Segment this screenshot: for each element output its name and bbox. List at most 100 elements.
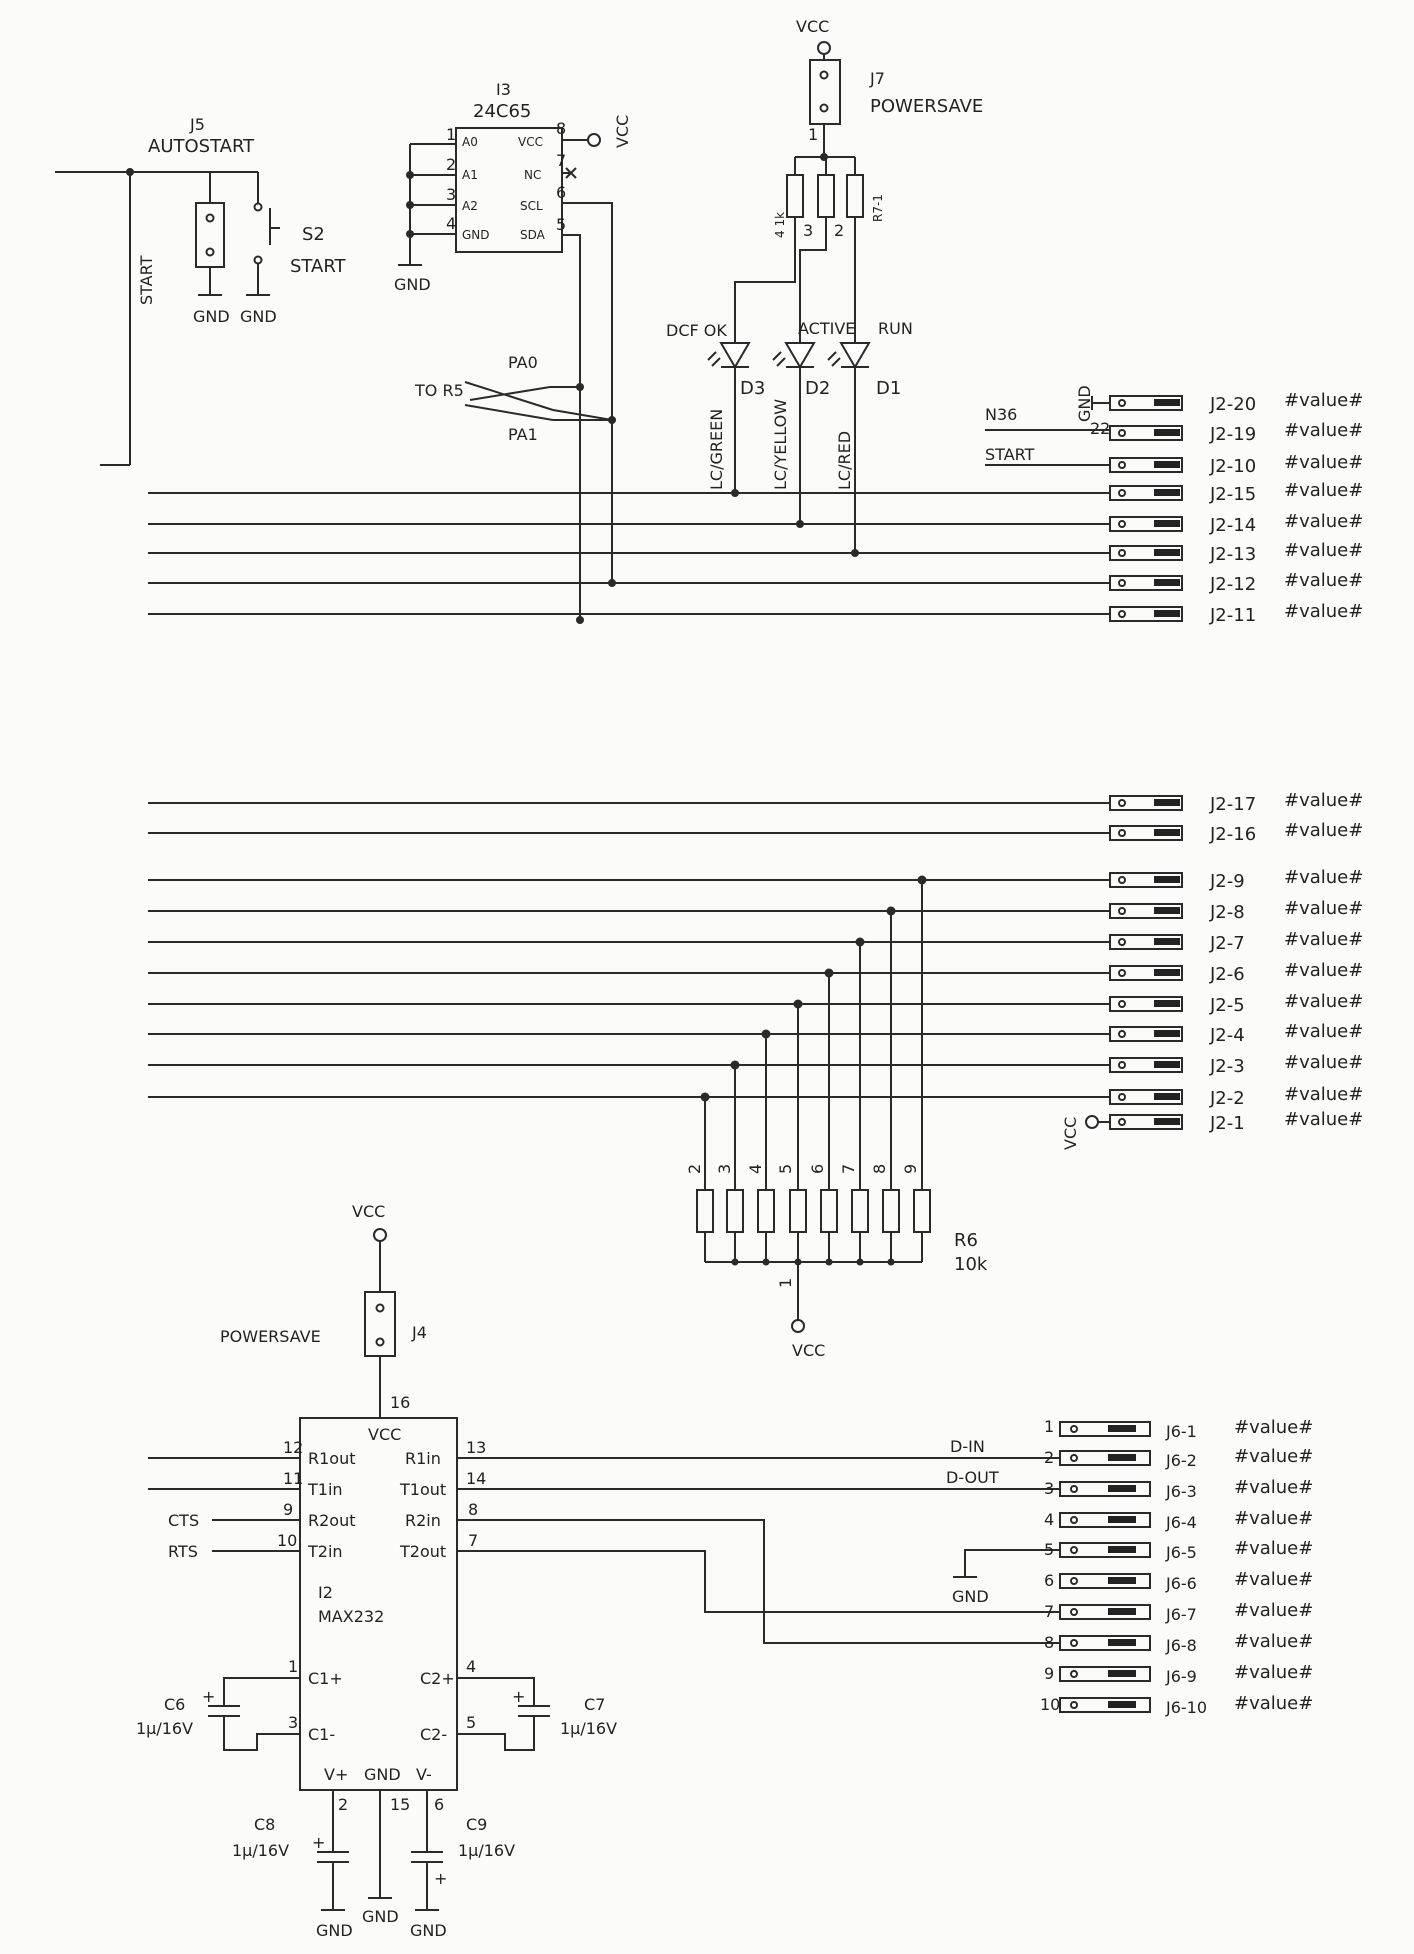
schematic-label: 9 [901,1164,920,1174]
led-d3-name: DCF OK [666,321,727,340]
schematic-label: #value# [1284,1052,1363,1073]
schematic-label: 10 [277,1531,297,1550]
eeprom-section: I3 24C65 A0 A1 A2 GND 1 2 3 4 GND VCC NC… [394,80,632,624]
schematic-label: #value# [1284,960,1363,981]
r7-value: 4 1k [773,212,787,238]
schematic-label: 4 [746,1164,765,1174]
j2-mid-group: J2-17 #value# J2-16#value# [148,790,1363,845]
schematic-label: #value# [1284,790,1363,811]
schematic-label: 7 [468,1531,478,1550]
schematic-label: + [512,1687,525,1706]
schematic-label: C1+ [308,1669,343,1688]
schematic-label: 6 [808,1164,827,1174]
j2-8: J2-8#value# [1109,898,1363,923]
schematic-label: #value# [1234,1662,1313,1683]
j4-vcc: VCC [352,1202,385,1221]
schematic-label: J2-3 [1209,1056,1245,1077]
s2-ref: S2 [302,224,325,245]
r7-ref: R7-1 [871,194,885,222]
schematic-label: VCC [518,135,543,149]
led-section: VCC J7 POWERSAVE 1 4 1k 3 2 R7-1 [666,17,983,557]
schematic-label: J6-5 [1165,1543,1197,1562]
i3-gnd: GND [394,275,431,294]
schematic-label: 1 [808,125,818,144]
schematic-label: GND [410,1921,447,1940]
schematic-label: R2out [308,1511,356,1530]
schematic-label: #value# [1284,570,1363,591]
schematic-label: #value# [1234,1477,1313,1498]
schematic-label: J2-7 [1209,933,1245,954]
r6-vcc: VCC [792,1341,825,1360]
i3-vcc: VCC [613,115,632,148]
j6-8: 8 J6-8#value# [1044,1631,1313,1655]
schematic-label: J2-16 [1209,824,1256,845]
schematic-label: C1- [308,1725,335,1744]
j6-gnd: GND [952,1587,989,1606]
schematic-label: NC [524,168,541,182]
schematic-label: J2-17 [1209,794,1256,815]
schematic-label: #value# [1284,511,1363,532]
schematic-label: 3 [803,221,813,240]
schematic-label: 15 [390,1795,410,1814]
schematic-label: #value# [1284,867,1363,888]
j2-low-group: J2-9#value# J2-8#value# J2-7#value# J2-6… [148,867,1363,1360]
schematic-label: 5 [1044,1540,1054,1559]
schematic-label: 2 [446,155,456,174]
j2-1: J2-1#value# [1085,1109,1363,1134]
j6-10: 10 J6-10#value# [1040,1693,1313,1717]
led-d3-net: LC/GREEN [707,409,726,490]
schematic-label: SCL [520,199,543,213]
schematic-label: J2-20 [1209,394,1256,415]
c8-value: 1µ/16V [232,1841,289,1860]
schematic-label: V+ [324,1765,348,1784]
rts-label: RTS [168,1542,198,1561]
schematic-label: J6-8 [1165,1636,1197,1655]
j6-3: 3 J6-3#value# [1044,1477,1313,1501]
schematic-label: J2-2 [1209,1088,1245,1109]
i2-body [299,1417,458,1791]
schematic-label: 2 [1044,1448,1054,1467]
schematic-label: 10 [1040,1695,1060,1714]
j2-14: J2-14#value# [1109,511,1363,536]
schematic-label: 1 [446,125,456,144]
schematic-label: #value# [1284,1084,1363,1105]
j2-vcc: VCC [1061,1117,1080,1150]
schematic-label: J2-4 [1209,1025,1245,1046]
j2-16: J2-16#value# [1109,820,1363,845]
j7-jumper [809,59,841,125]
schematic-label: 8 [468,1500,478,1519]
schematic-label: #value# [1284,1109,1363,1130]
max232-section: VCC POWERSAVE J4 16 VCC I2 MAX232 R1out … [136,1202,1060,1940]
schematic-label: 1 [776,1278,795,1288]
r6-network: 2 3 4 5 6 7 8 9 [685,1164,988,1360]
schematic-label: T2out [399,1542,446,1561]
schematic-label: 2 [685,1164,704,1174]
schematic-label: 8 [870,1164,889,1174]
schematic-label: J6-6 [1165,1574,1197,1593]
d-in-label: D-IN [950,1437,985,1456]
schematic-label: 1 [288,1657,298,1676]
j2-top-group: GND 22 N36 START J2-20#value# J2-19#valu… [148,385,1363,626]
schematic-label: 5 [466,1713,476,1732]
schematic-label: #value# [1234,1569,1313,1590]
s2-gnd: GND [240,307,277,326]
j2-2: J2-2 #value# [1109,1084,1363,1109]
c6-ref: C6 [164,1695,185,1714]
to-r5-label: TO R5 [414,381,464,400]
cts-label: CTS [168,1511,199,1530]
j2-13: J2-13#value# [1109,540,1363,565]
schematic-label: 7 [1044,1602,1054,1621]
schematic-label: #value# [1234,1600,1313,1621]
schematic-label: #value# [1284,480,1363,501]
start-label: START [985,445,1035,464]
schematic-label: 4 [466,1657,476,1676]
c7-value: 1µ/16V [560,1719,617,1738]
schematic-label: 6 [434,1795,444,1814]
schematic-label: R1out [308,1449,356,1468]
j5-jumper [195,202,225,268]
schematic-label: R2in [405,1511,441,1530]
c6-value: 1µ/16V [136,1719,193,1738]
schematic-label: J2-10 [1209,456,1256,477]
j2-gnd-pin: 22 [1090,419,1110,438]
i2-part: MAX232 [318,1607,384,1626]
